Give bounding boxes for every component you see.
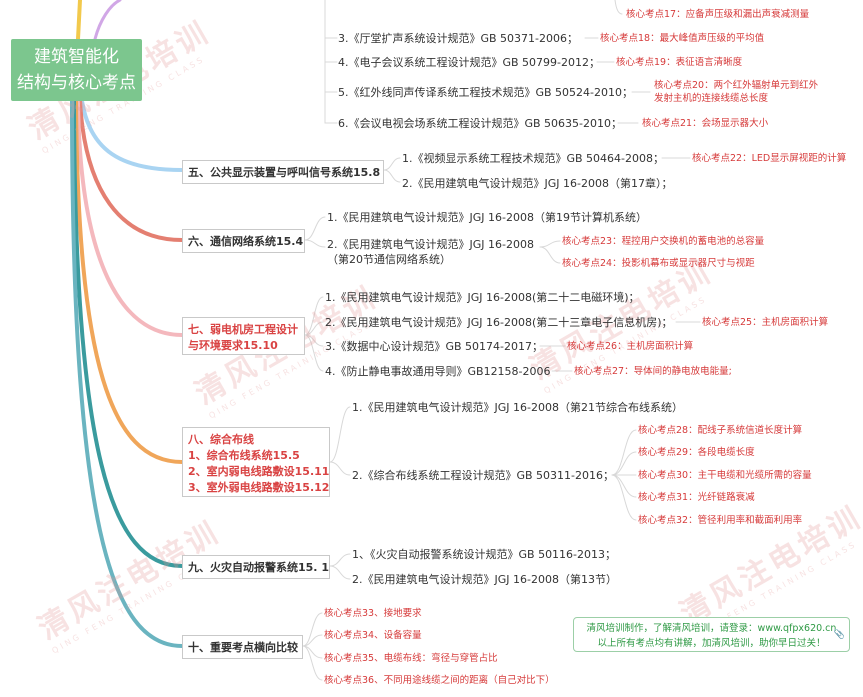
keypoint-19: 核心考点19：表征语言清晰度 <box>616 57 743 68</box>
keypoint-27: 核心考点27：导体间的静电放电能量; <box>574 366 732 377</box>
topic-item[interactable]: 2.《民用建筑电气设计规范》JGJ 16-2008(第二十三章电子信息机房)； <box>325 316 673 329</box>
keypoint-28: 核心考点28：配线子系统信道长度计算 <box>638 425 803 436</box>
topic-item-line1: 2.《民用建筑电气设计规范》JGJ 16-2008 <box>327 238 534 251</box>
topic-item[interactable]: 2.《民用建筑电气设计规范》JGJ 16-2008（第17章）； <box>402 177 673 190</box>
promo-note-line2: 以上所有考点均有讲解，加清风培训，助你早日过关！ <box>597 638 826 649</box>
topic-sec8-line4: 3、室外弱电线路敷设15.12 <box>188 481 330 494</box>
topic-item[interactable]: 2.《综合布线系统工程设计规范》GB 50311-2016； <box>352 469 615 482</box>
root-title-line2: 结构与核心考点 <box>17 73 136 93</box>
keypoint-33: 核心考点33、接地要求 <box>324 608 422 619</box>
keypoint-17: 核心考点17：应备声压级和漏出声衰减测量 <box>626 9 810 20</box>
keypoint-30: 核心考点30：主干电缆和光缆所需的容量 <box>638 470 812 481</box>
topic-item[interactable]: 1.《民用建筑电气设计规范》JGJ 16-2008(第二十二电磁环境)； <box>325 291 640 304</box>
root-topic[interactable]: 建筑智能化 结构与核心考点 <box>11 39 142 101</box>
topic-item[interactable]: 1、《火灾自动报警系统设计规范》GB 50116-2013； <box>352 548 617 561</box>
topic-sec10[interactable]: 十、重要考点横向比较 <box>182 635 303 659</box>
paperclip-icon: 📎 <box>833 630 845 640</box>
keypoint-29: 核心考点29：各段电缆长度 <box>638 447 755 458</box>
promo-note: 清风培训制作，了解清风培训，请登录：www.qfpx620.cn 以上所有考点均… <box>573 617 850 652</box>
topic-sec5[interactable]: 五、公共显示装置与呼叫信号系统15.8 <box>182 160 384 184</box>
topic-item[interactable]: 5.《红外线同声传译系统工程技术规范》GB 50524-2010； <box>338 86 634 99</box>
topic-sec8-line2: 1、综合布线系统15.5 <box>188 449 300 462</box>
keypoint-24: 核心考点24：投影机幕布或显示器尺寸与视距 <box>562 258 755 269</box>
topic-item[interactable]: 1.《民用建筑电气设计规范》JGJ 16-2008（第19节计算机系统） <box>327 211 647 224</box>
keypoint-20-line2: 发射主机的连接线缆总长度 <box>654 93 769 104</box>
branch-top-yellow <box>76 0 82 41</box>
keypoint-20: 核心考点20：两个红外辐射单元到红外 发射主机的连接线缆总长度 <box>654 79 818 105</box>
promo-note-line1: 清风培训制作，了解清风培训，请登录：www.qfpx620.cn <box>586 623 837 634</box>
topic-item-line2: （第20节通信网络系统） <box>327 253 451 266</box>
keypoint-26: 核心考点26：主机房面积计算 <box>567 341 694 352</box>
topic-sec7-line2: 与环境要求15.10 <box>188 339 278 352</box>
topic-item[interactable]: 1.《民用建筑电气设计规范》JGJ 16-2008（第21节综合布线系统） <box>352 401 683 414</box>
keypoint-22: 核心考点22：LED显示屏视距的计算 <box>692 153 847 164</box>
topic-item[interactable]: 4.《电子会议系统工程设计规范》GB 50799-2012； <box>338 56 601 69</box>
topic-sec7-line1: 七、弱电机房工程设计 <box>188 323 298 336</box>
keypoint-20-line1: 核心考点20：两个红外辐射单元到红外 <box>654 80 819 91</box>
topic-item[interactable]: 6.《会议电视会场系统工程设计规范》GB 50635-2010； <box>338 117 623 130</box>
root-title-line1: 建筑智能化 <box>34 47 119 67</box>
topic-item[interactable]: 2.《民用建筑电气设计规范》JGJ 16-2008 （第20节通信网络系统） <box>327 237 534 267</box>
keypoint-32: 核心考点32：管径利用率和截面利用率 <box>638 515 803 526</box>
keypoint-31: 核心考点31：光纤链路衰减 <box>638 492 755 503</box>
branch-top-purple <box>93 0 122 41</box>
keypoint-21: 核心考点21：会场显示器大小 <box>642 118 769 129</box>
keypoint-23: 核心考点23：程控用户交换机的蓄电池的总容量 <box>562 236 765 247</box>
keypoint-35: 核心考点35、电缆布线：弯径与穿管占比 <box>324 653 498 664</box>
branch-sec5 <box>80 99 184 172</box>
keypoint-18: 核心考点18：最大峰值声压级的平均值 <box>600 33 765 44</box>
branch-sec6 <box>78 99 184 242</box>
branch-sec10 <box>70 99 184 648</box>
topic-item[interactable]: 2.《民用建筑电气设计规范》JGJ 16-2008（第13节） <box>352 573 617 586</box>
topic-item[interactable]: 3.《数据中心设计规范》GB 50174-2017； <box>325 340 544 353</box>
branch-sec7 <box>76 99 184 337</box>
topic-item[interactable]: 3.《厅堂扩声系统设计规范》GB 50371-2006； <box>338 32 579 45</box>
topic-item[interactable]: 1.《视频显示系统工程技术规范》GB 50464-2008； <box>402 152 665 165</box>
topic-sec8-line1: 八、综合布线 <box>188 433 254 446</box>
topic-sec6[interactable]: 六、通信网络系统15.4 <box>182 229 305 253</box>
topic-sec7[interactable]: 七、弱电机房工程设计 与环境要求15.10 <box>182 317 305 355</box>
topic-sec8-line3: 2、室内弱电线路敷设15.11 <box>188 465 330 478</box>
branch-sec8 <box>74 99 184 464</box>
topic-sec8[interactable]: 八、综合布线 1、综合布线系统15.5 2、室内弱电线路敷设15.11 3、室外… <box>182 427 330 497</box>
keypoint-25: 核心考点25：主机房面积计算 <box>702 317 829 328</box>
keypoint-34: 核心考点34、设备容量 <box>324 630 422 641</box>
topic-sec9[interactable]: 九、火灾自动报警系统15. 1 <box>182 555 330 579</box>
branch-sec9 <box>72 99 184 568</box>
keypoint-36: 核心考点36、不同用途线缆之间的距离（自己对比下） <box>324 675 555 686</box>
topic-item[interactable]: 4.《防止静电事故通用导则》GB12158-2006 <box>325 365 551 378</box>
